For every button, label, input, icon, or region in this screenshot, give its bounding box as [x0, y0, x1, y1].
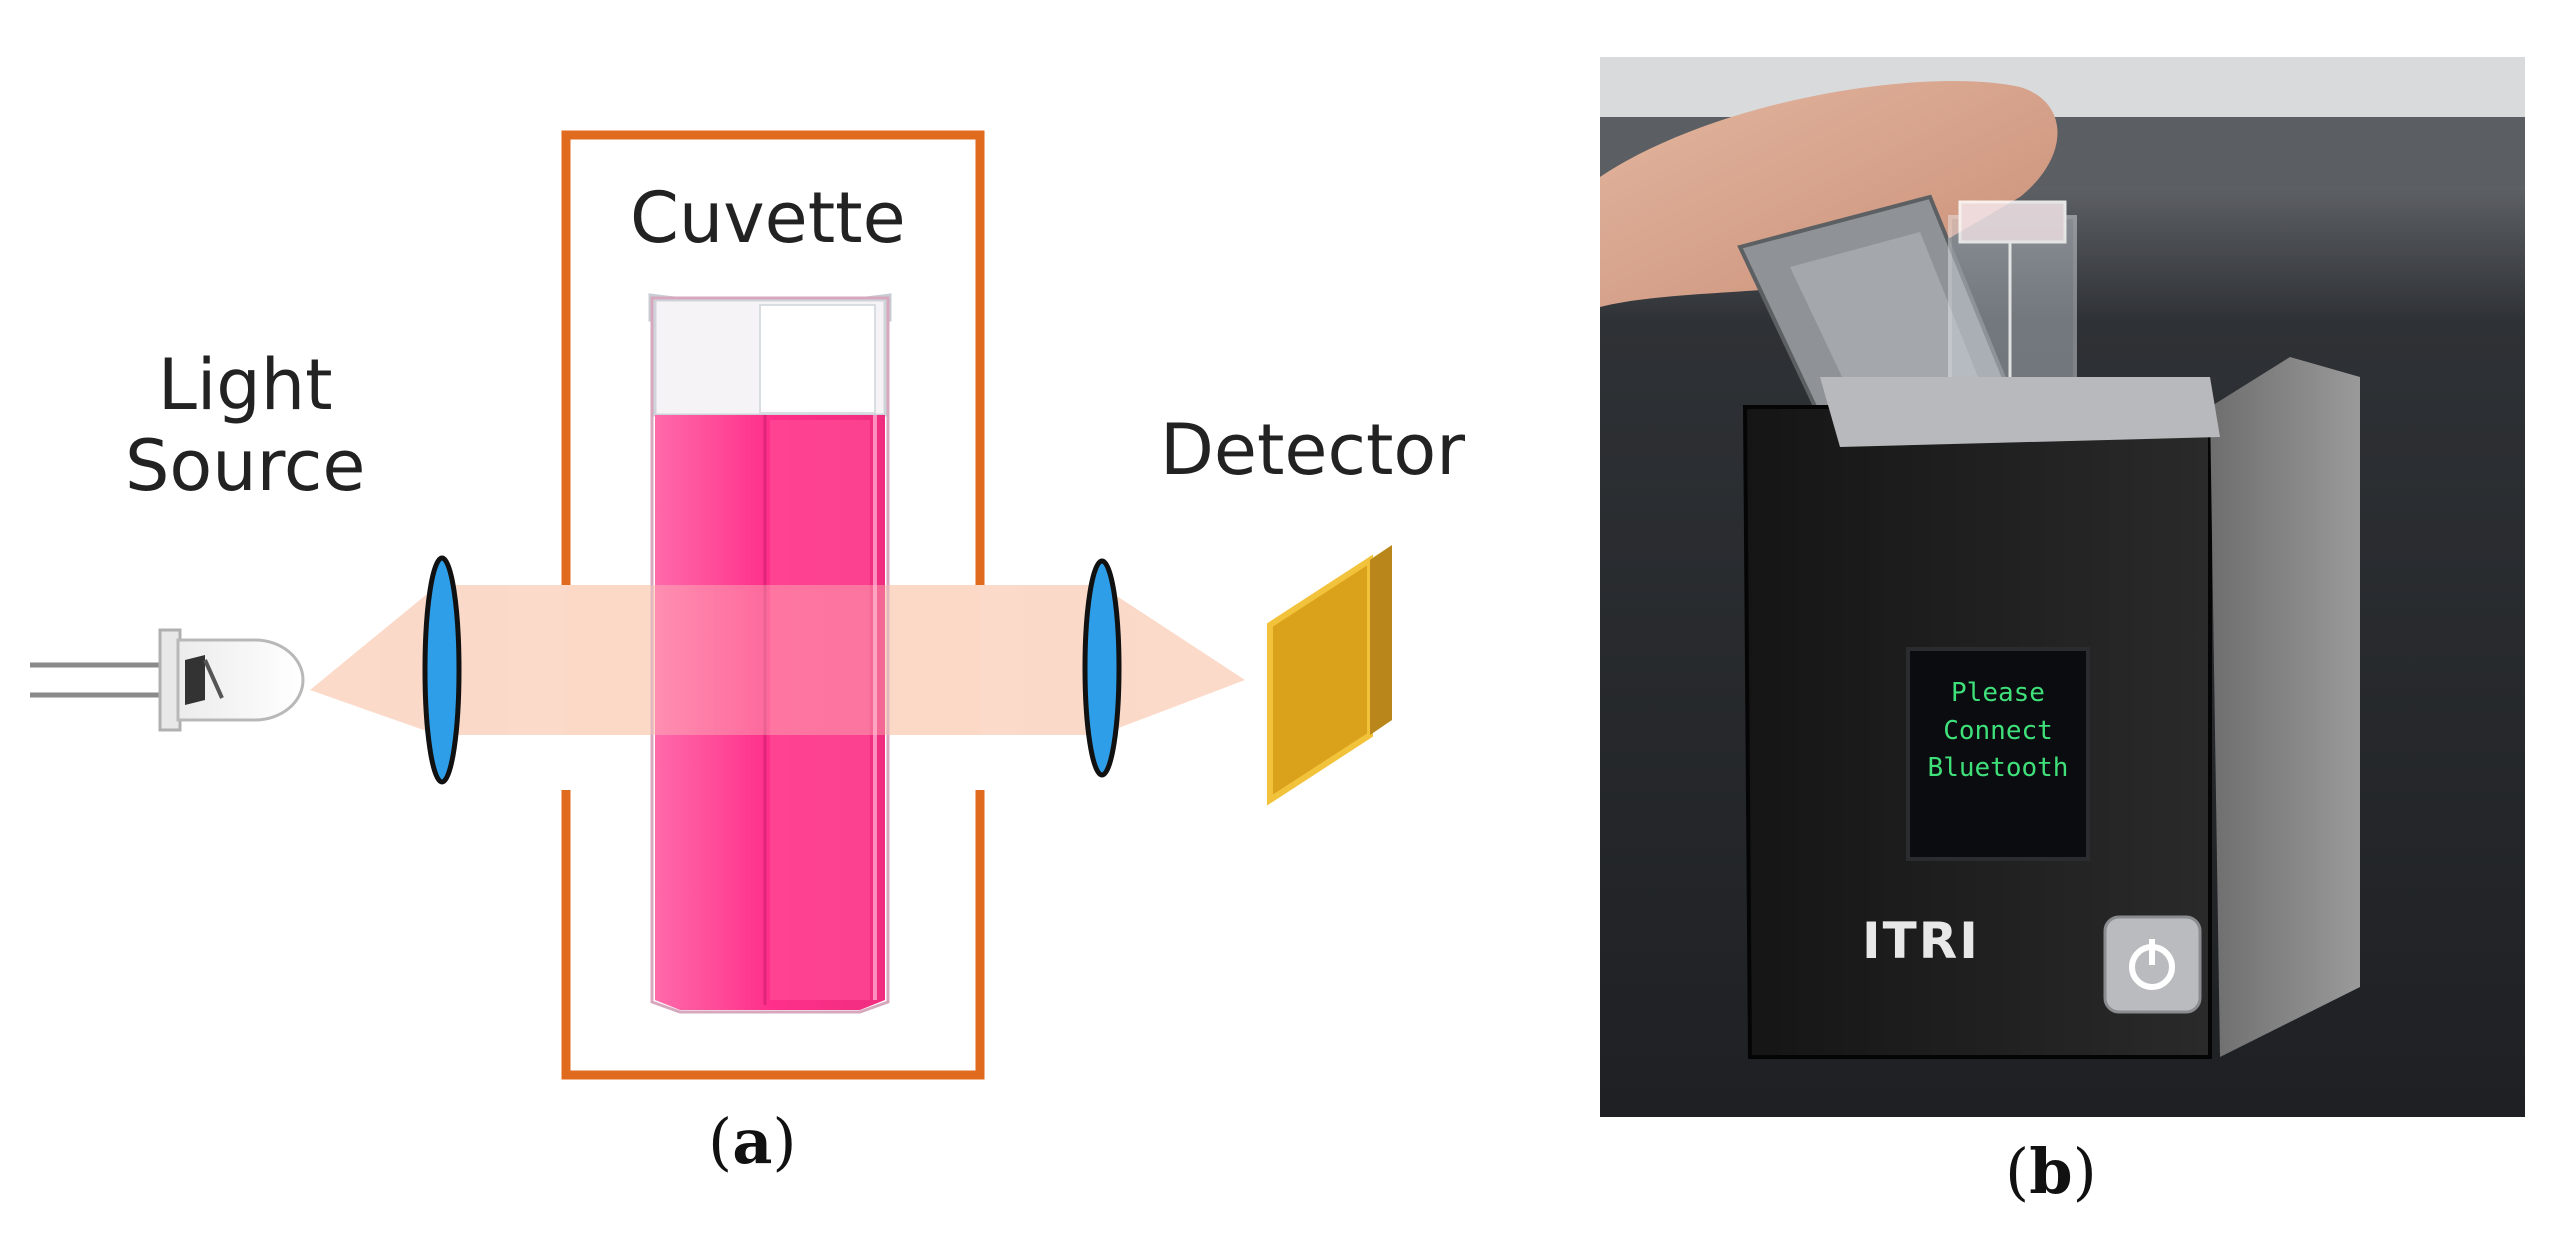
panel-a: Cuvette Light Source Detector (a) — [30, 130, 1466, 1178]
device-brand-logo: ITRI — [1862, 912, 1980, 970]
cuvette-holder-frame — [561, 130, 985, 1080]
caption-b: (b) — [2005, 1135, 2097, 1208]
light-source-label: Light Source — [125, 344, 366, 507]
pink-solution — [655, 415, 885, 1010]
cuvette-label: Cuvette — [630, 177, 906, 259]
beam-through-cuvette — [566, 585, 980, 735]
cuvette — [648, 293, 892, 1014]
caption-a: (a) — [708, 1105, 797, 1178]
lens-right — [1082, 558, 1122, 778]
spectrometer-schematic — [30, 130, 1392, 1080]
device-photo: Please Connect Bluetooth ITRI — [1600, 57, 2525, 1117]
device-screen — [1906, 647, 2090, 861]
led-light-source — [30, 628, 305, 732]
lens-left — [422, 555, 462, 785]
device-screen-text: Please Connect Bluetooth — [1927, 678, 2069, 784]
device-photo-illustration — [1600, 57, 2525, 1117]
detector-plate — [1267, 545, 1392, 806]
detector-label: Detector — [1160, 409, 1466, 491]
